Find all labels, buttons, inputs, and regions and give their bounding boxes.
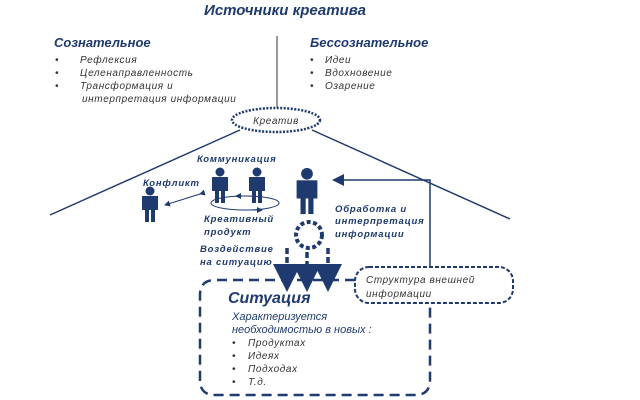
situation-heading: Ситуация [228,290,311,307]
diagram-title: Источники креатива [204,2,366,19]
processing-label: интерпретация [335,216,425,227]
dotted-circle [294,220,324,250]
svg-text:•: • [55,68,59,79]
list-item: Рефлексия [80,54,137,66]
unconscious-section: Бессознательное • Идеи • Вдохновение • Озар… [310,35,428,92]
conscious-section: Сознательное • Рефлексия • Целенаправленно… [54,35,236,105]
list-item: Целенаправленность [80,68,194,79]
svg-text:•: • [310,55,314,66]
list-item: Идеи [325,55,351,66]
list-item: Подходах [248,364,298,375]
creative-ellipse [230,106,322,134]
structure-label: информации [366,288,432,300]
person-icon [296,167,318,215]
svg-text:•: • [232,351,236,362]
structure-box [354,266,514,304]
structure-label: Структура внешней [366,275,475,286]
svg-text:•: • [232,364,236,375]
list-item: Т.д. [248,377,267,388]
impact-label: на ситуацию [200,257,272,268]
product-label: продукт [204,227,251,238]
conscious-heading: Сознательное [54,35,151,50]
roof-right-line [311,129,511,220]
processing-label: Обработка и [335,204,407,215]
list-item: интерпретация информации [82,93,236,105]
feedback-arrow [332,174,431,297]
list-item: Вдохновение [325,68,392,79]
product-label: Креативный [204,214,274,225]
processing-label: информации [335,229,404,240]
situation-desc: необходимостью в новых : [232,324,372,336]
conflict-label: Конфликт [143,178,200,189]
person-icon [249,167,265,203]
creative-label: Креатив [253,116,299,127]
svg-text:•: • [310,81,314,92]
svg-text:•: • [55,55,59,66]
svg-text:•: • [310,68,314,79]
impact-label: Воздействие [200,244,274,255]
conflict-arrow [164,189,206,207]
svg-text:•: • [55,81,59,92]
list-item: Озарение [325,81,375,92]
person-icon [142,186,158,222]
roof-left-line [49,129,241,216]
list-item: Идеях [248,351,280,362]
list-item: Продуктах [248,338,306,349]
svg-text:•: • [232,338,236,349]
situation-desc: Характеризуется [231,311,327,323]
communication-label: Коммуникация [197,154,277,165]
unconscious-heading: Бессознательное [310,35,428,50]
situation-box [198,278,432,397]
list-item: Трансформация и [80,80,173,92]
svg-text:•: • [232,377,236,388]
